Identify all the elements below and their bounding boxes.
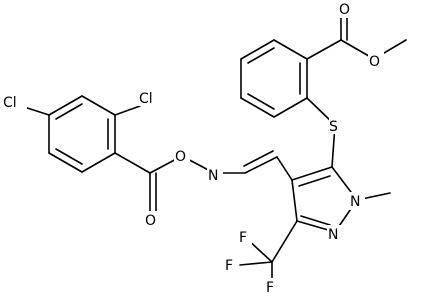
label-backing: [349, 192, 365, 210]
atom-f-left: F: [239, 230, 247, 246]
bond: [291, 179, 298, 222]
label-backing: [174, 147, 190, 165]
atom-n1-pyrazole: N: [350, 194, 360, 210]
atom-o-methoxy: O: [369, 54, 380, 70]
bonds: [17, 13, 407, 288]
bond: [276, 156, 293, 181]
bond: [239, 261, 273, 266]
atom-f-middle: F: [225, 258, 233, 274]
bond: [273, 97, 308, 118]
atom-cl-left: Cl: [3, 95, 17, 111]
label-backing: [329, 116, 343, 134]
bond: [48, 152, 83, 173]
atom-cl-top: Cl: [139, 91, 153, 107]
label-backing: [207, 166, 223, 184]
label-backing: [3, 93, 27, 111]
label-backing: [327, 225, 343, 243]
bond: [244, 156, 278, 174]
bond: [271, 220, 298, 263]
bond: [48, 95, 83, 116]
bond: [114, 152, 151, 174]
label-backing: [265, 278, 279, 296]
bond-inner: [247, 93, 275, 110]
label-backing: [338, 0, 354, 18]
bond: [298, 175, 331, 187]
bond: [300, 215, 331, 226]
bond: [114, 105, 141, 116]
bond: [291, 166, 333, 181]
label-backing: [368, 52, 384, 70]
bond: [273, 39, 308, 60]
atom-s-thioether: S: [329, 119, 338, 135]
atom-n-oxime: N: [208, 168, 218, 184]
bond: [81, 152, 116, 173]
atom-labels: Cl Cl O O N S O O N N F F F: [3, 0, 384, 296]
atom-o-ester-link: O: [175, 149, 186, 165]
label-backing: [144, 211, 160, 229]
bond: [240, 97, 275, 118]
atom-o-carbonyl-top: O: [339, 2, 350, 18]
atom-n2-pyrazole: N: [328, 227, 338, 243]
label-backing: [224, 256, 238, 274]
bond: [81, 95, 116, 116]
bond: [240, 39, 275, 60]
bond: [306, 39, 342, 60]
bond: [243, 150, 274, 167]
bond-inner: [55, 148, 83, 165]
label-backing: [238, 228, 252, 246]
bond-inner: [247, 47, 275, 64]
bond-inner: [55, 103, 83, 120]
atom-o-carbonyl-left: O: [145, 213, 156, 229]
atom-f-bottom: F: [266, 280, 274, 296]
label-backing: [138, 88, 162, 106]
